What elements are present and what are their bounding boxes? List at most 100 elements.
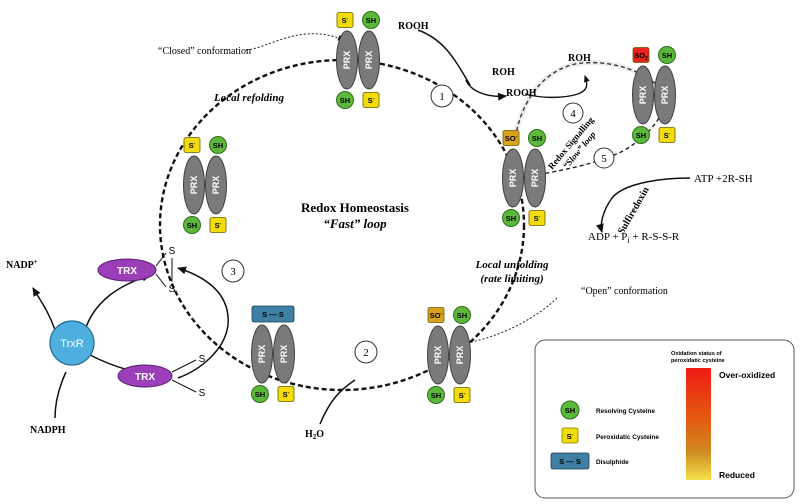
prx-dimer-sulfinic-top-right-sh-text: SH [662,51,672,60]
prx-dimer-sulfinic-right-subunit-label: PRX [660,86,670,105]
prx-dimer-refolded-top-right-sh-circle [209,136,227,154]
prx-dimer-disulfide-bottom-right-thiolate-text: S- [283,390,290,399]
step-marker-3: 3 [221,259,245,283]
legend-over-oxidized: Over-oxidized [719,370,775,380]
homeostasis-title: Redox Homeostasis [301,200,409,215]
prx-dimer-sulfinic-left-subunit [632,65,654,125]
prx-dimer-top-bottom-left-sh-text: SH [340,96,350,105]
prx-dimer-top-bottom-right-thiolate-box [362,92,380,108]
trx-oxidized: TRX S S [97,246,176,295]
prx-dimer-top-right-subunit [358,30,380,90]
prx-dimer-sulfenic-top-left-sulfenic-box [502,130,520,146]
prx-dimer-sulfinic-bottom-right-thiolate-box [658,127,676,143]
prx-dimer-refolded-right-subunit-label: PRX [211,176,221,195]
homeostasis-subtitle: “Fast” loop [323,216,387,231]
closed-pointer [245,33,345,51]
nadph-label: NADPH [30,425,66,436]
prx-dimer-top-top-right-sh-circle [362,11,380,29]
prx-dimer-sulfinic-top-left-sulfinic-box [632,47,650,63]
local-refolding-label: Local refolding [213,92,284,104]
prx-dimer-sulfenic-left-subunit [502,148,524,208]
prx-dimer-sulfinic-top-right-sh-circle [658,46,676,64]
prx-dimer-sulfenic-top-left-sulfenic-text: SO- [505,134,518,143]
step-number-3: 3 [230,266,236,278]
prx-dimer-refolded-top-left-thiolate-box [183,137,201,153]
trxr-label: TrxR [60,338,83,350]
nadp-arrow [32,287,56,331]
legend-title-line1: Oxidation status of [671,351,722,357]
prx-dimer-top-top-left-thiolate-text: S- [342,16,349,25]
prx-dimer-open-left-subunit-label: PRX [433,346,443,365]
signalling-label-group: Redox Signalling “Slow” loop [546,114,598,171]
sulfiredoxin-label-group: Sulfiredoxin [616,185,652,236]
legend-reduced: Reduced [719,470,755,480]
prx-dimer-refolded-bottom-right-thiolate-text: S- [215,221,222,230]
step-marker-4: 4 [562,102,584,124]
rooh-right-label: ROOH [506,88,537,99]
closed-conformation-label: “Closed” conformation [158,46,251,57]
trx-reduced: TRX S S [117,354,206,399]
trx-red-sulfur-top: S [199,354,206,365]
step-number-5: 5 [601,153,607,165]
step-number-4: 4 [570,108,576,120]
prx-dimer-sulfinic-bottom-right-thiolate-text: S- [664,131,671,140]
step-number-1: 1 [439,91,445,103]
prx-dimer-top-left-subunit-label: PRX [342,51,352,70]
prx-dimer-refolded-left-subunit [183,155,205,215]
legend-sh-symbol [560,400,580,420]
trx-reduced-label: TRX [135,372,155,383]
trxr-to-trx-ox [84,273,151,331]
open-conformation-label: “Open” conformation [581,286,668,297]
prx-dimer-top-right-subunit-label: PRX [364,51,374,70]
prx-dimer-open-top-left-sulfenic-box [427,307,445,323]
slow-loop-path-lower [524,103,666,179]
rooh-arrow-in [417,29,471,86]
prx-dimer-disulfide-bottom-left-sh-circle [251,385,269,403]
prx-dimer-top-bottom-right-thiolate-text: S- [368,96,375,105]
legend-s-text: S- [567,432,574,441]
prx-dimer-sulfinic-top-left-sulfinic-text: SO2 [634,51,648,62]
prx-dimer-open-bottom-left-sh-text: SH [431,391,441,400]
prx-dimer-disulfide-right-subunit [273,324,295,384]
prx-dimer-disulfide-left-subunit-label: PRX [257,345,267,364]
trx-red-sulfur-bottom: S [199,388,206,399]
sulfiredoxin-label: Sulfiredoxin [616,185,652,236]
legend-peroxidatic-label: Peroxidatic Cysteine [596,434,659,441]
prx-dimer-disulfide-top-left-disulfide-box [251,305,295,323]
legend-resolving-label: Resolving Cysteine [596,408,655,415]
prx-dimer-disulfide-top-left-disulfide-text: S — S [262,310,284,319]
step-marker-2: 2 [354,340,378,364]
adp-label: ADP + Pi + R-S-S-R [588,231,680,245]
roh-right-label: ROH [568,53,591,64]
water-arrow [319,379,356,425]
rooh-right-in [524,93,579,99]
step-marker-1: 1 [430,84,454,108]
prx-dimer-open-top-right-sh-circle [453,306,471,324]
legend: Oxidation status of peroxidatic cysteine… [534,339,795,499]
legend-disulfide-symbol [550,452,590,470]
roh-top-label: ROH [492,67,515,78]
legend-box [534,339,795,499]
prx-dimer-open-bottom-left-sh-circle [427,386,445,404]
prx-dimer-top-bottom-left-sh-circle [336,91,354,109]
roh-arrow-out [465,79,507,101]
nadp-label: NADP+ [6,258,38,271]
legend-disulfide-text: S — S [559,457,581,466]
prx-dimer-sulfinic-right-subunit [654,65,676,125]
prx-dimer-sulfenic-bottom-right-thiolate-text: S- [534,214,541,223]
legend-sh-text: SH [565,406,575,415]
trx-ox-sulfur-bottom: S [169,284,176,295]
prx-dimer-open-bottom-right-thiolate-text: S- [459,391,466,400]
prx-dimer-disulfide-bottom-left-sh-text: SH [255,390,265,399]
prx-dimer-sulfenic-top-right-sh-circle [528,129,546,147]
prx-dimer-top-left-subunit [336,30,358,90]
legend-s-symbol [561,427,579,444]
water-label: H2O [305,429,324,441]
prx-dimer-refolded-top-left-thiolate-text: S- [189,141,196,150]
atp-label: ATP +2R-SH [694,173,753,185]
prx-dimer-disulfide-right-subunit-label: PRX [279,345,289,364]
trx-arrow [177,266,229,379]
